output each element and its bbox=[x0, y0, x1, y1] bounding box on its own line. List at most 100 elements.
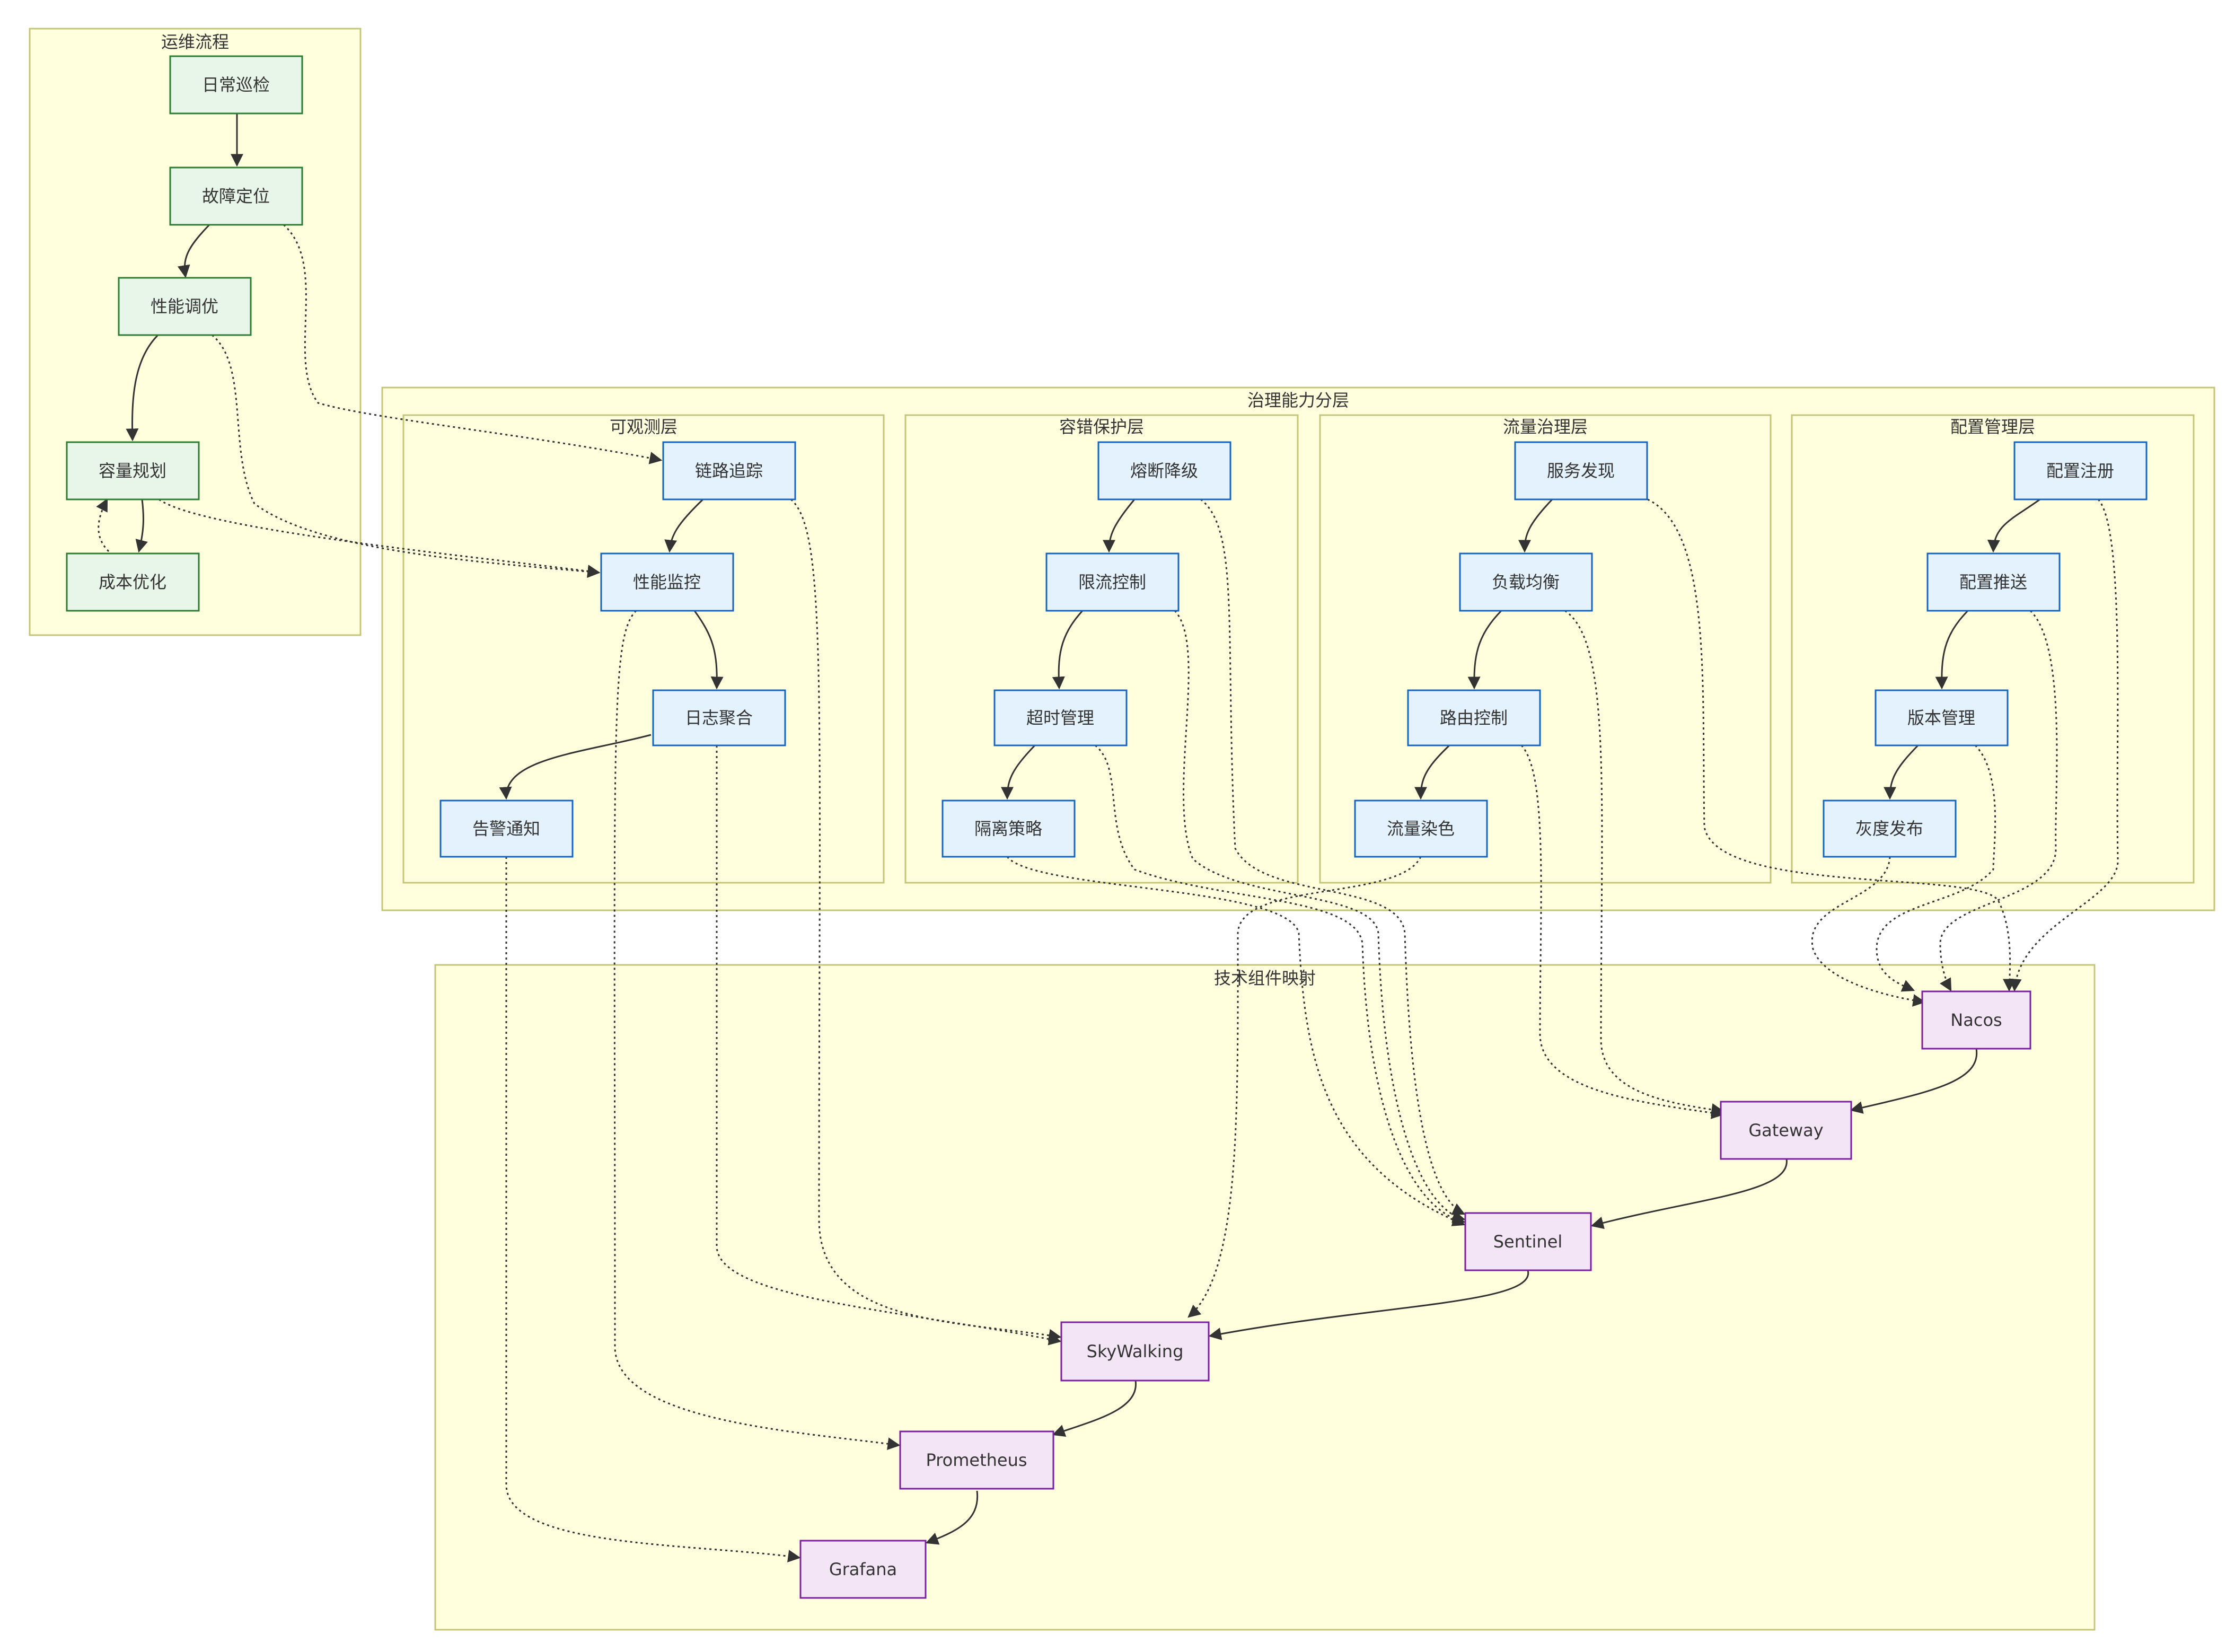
node-isolation-label: 隔离策略 bbox=[974, 819, 1042, 839]
edge-load-balance-to-routing bbox=[1467, 610, 1502, 690]
node-rate-limit-label: 限流控制 bbox=[1078, 572, 1146, 592]
group-observability-title: 可观测层 bbox=[610, 417, 677, 437]
node-config-push-label: 配置推送 bbox=[1959, 572, 2027, 592]
edge-config-register-to-config-push bbox=[1987, 498, 2040, 553]
group-governance-title: 治理能力分层 bbox=[1247, 390, 1349, 410]
edge-capacity-plan-to-cost-opt bbox=[135, 499, 148, 553]
node-perf-tuning[interactable]: 性能调优 bbox=[118, 277, 252, 336]
edge-nacos-to-gateway bbox=[1850, 1048, 1978, 1114]
edge-cost-opt-to-capacity-plan bbox=[96, 498, 110, 552]
edge-prometheus-to-grafana bbox=[925, 1490, 979, 1545]
edge-config-register-to-nacos bbox=[2009, 499, 2119, 992]
node-log-agg-label: 日志聚合 bbox=[685, 708, 753, 728]
edge-skywalking-to-prometheus bbox=[1052, 1380, 1137, 1437]
node-version-mgmt[interactable]: 版本管理 bbox=[1875, 689, 2009, 746]
edge-timeout-mgmt-to-isolation bbox=[1001, 744, 1036, 800]
edge-alert-notify-to-grafana bbox=[505, 857, 801, 1563]
edge-routing-to-gateway bbox=[1520, 744, 1724, 1119]
edge-perf-tuning-to-capacity-plan bbox=[126, 334, 159, 442]
node-circuit-break[interactable]: 熔断降级 bbox=[1097, 441, 1231, 500]
node-alert-notify-label: 告警通知 bbox=[472, 819, 540, 839]
edge-timeout-mgmt-to-sentinel bbox=[1095, 744, 1466, 1226]
edge-version-mgmt-to-gray-release bbox=[1884, 744, 1919, 800]
edge-load-balance-to-gateway bbox=[1564, 610, 1724, 1116]
group-components: 技术组件映射 bbox=[434, 964, 2096, 1631]
node-load-balance-label: 负载均衡 bbox=[1492, 572, 1560, 592]
edge-perf-tuning-to-perf-monitor bbox=[212, 334, 601, 578]
node-config-register[interactable]: 配置注册 bbox=[2013, 441, 2148, 500]
group-components-title: 技术组件映射 bbox=[1214, 968, 1316, 988]
edge-isolation-to-sentinel bbox=[1006, 856, 1466, 1226]
edge-config-push-to-nacos bbox=[1939, 610, 2058, 992]
node-config-register-label: 配置注册 bbox=[2046, 461, 2114, 481]
node-load-balance[interactable]: 负载均衡 bbox=[1459, 552, 1593, 612]
node-service-discovery-label: 服务发现 bbox=[1547, 461, 1615, 481]
node-service-discovery[interactable]: 服务发现 bbox=[1514, 441, 1648, 500]
group-ops-title: 运维流程 bbox=[161, 32, 229, 52]
edge-circuit-break-to-rate-limit bbox=[1103, 499, 1136, 553]
edge-circuit-break-to-sentinel bbox=[1200, 498, 1466, 1215]
node-timeout-mgmt[interactable]: 超时管理 bbox=[993, 689, 1128, 746]
edge-fault-locate-to-perf-tuning bbox=[177, 224, 210, 278]
edge-gray-release-to-nacos bbox=[1811, 856, 1926, 1007]
node-perf-monitor-label: 性能监控 bbox=[633, 572, 701, 592]
node-prometheus[interactable]: Prometheus bbox=[899, 1430, 1054, 1490]
node-gateway-label: Gateway bbox=[1748, 1120, 1823, 1140]
node-grafana[interactable]: Grafana bbox=[799, 1540, 927, 1599]
node-gray-release[interactable]: 灰度发布 bbox=[1823, 799, 1957, 858]
node-traffic-tagging[interactable]: 流量染色 bbox=[1354, 799, 1488, 858]
node-perf-tuning-label: 性能调优 bbox=[151, 296, 218, 317]
node-cost-opt-label: 成本优化 bbox=[99, 572, 166, 592]
edge-tracing-to-perf-monitor bbox=[664, 498, 704, 553]
node-skywalking[interactable]: SkyWalking bbox=[1060, 1321, 1210, 1382]
node-routing-label: 路由控制 bbox=[1440, 708, 1508, 728]
node-daily-check-label: 日常巡检 bbox=[202, 75, 270, 95]
edge-version-mgmt-to-nacos bbox=[1876, 744, 1996, 992]
node-tracing-label: 链路追踪 bbox=[695, 461, 763, 481]
node-alert-notify[interactable]: 告警通知 bbox=[439, 799, 574, 858]
node-nacos[interactable]: Nacos bbox=[1921, 990, 2031, 1050]
node-capacity-plan-label: 容量规划 bbox=[99, 461, 166, 481]
edge-gateway-to-sentinel bbox=[1590, 1158, 1788, 1229]
edge-sentinel-to-skywalking bbox=[1208, 1270, 1529, 1340]
node-gray-release-label: 灰度发布 bbox=[1855, 819, 1923, 839]
edge-traffic-tagging-to-skywalking bbox=[1187, 856, 1422, 1318]
edge-config-push-to-version-mgmt bbox=[1935, 610, 1969, 690]
node-isolation[interactable]: 隔离策略 bbox=[941, 799, 1076, 858]
node-skywalking-label: SkyWalking bbox=[1087, 1341, 1184, 1361]
group-traffic-title: 流量治理层 bbox=[1503, 417, 1588, 437]
edge-rate-limit-to-timeout-mgmt bbox=[1052, 610, 1084, 690]
dotted-edges bbox=[159, 224, 2119, 1563]
edge-log-agg-to-alert-notify bbox=[499, 734, 652, 800]
edge-perf-monitor-to-log-agg bbox=[693, 610, 724, 690]
edge-fault-locate-to-tracing bbox=[283, 224, 663, 464]
node-circuit-break-label: 熔断降级 bbox=[1130, 461, 1198, 481]
node-traffic-tagging-label: 流量染色 bbox=[1387, 819, 1455, 839]
node-sentinel-label: Sentinel bbox=[1493, 1232, 1563, 1252]
node-config-push[interactable]: 配置推送 bbox=[1926, 552, 2061, 612]
node-log-agg[interactable]: 日志聚合 bbox=[652, 689, 786, 746]
edge-log-agg-to-skywalking bbox=[716, 745, 1062, 1346]
node-fault-locate-label: 故障定位 bbox=[202, 186, 270, 206]
edge-routing-to-traffic-tagging bbox=[1414, 744, 1450, 800]
edge-service-discovery-to-load-balance bbox=[1518, 498, 1553, 553]
node-sentinel[interactable]: Sentinel bbox=[1464, 1212, 1592, 1271]
node-nacos-label: Nacos bbox=[1950, 1010, 2002, 1030]
node-cost-opt[interactable]: 成本优化 bbox=[66, 552, 200, 612]
group-config-title: 配置管理层 bbox=[1950, 417, 2035, 437]
node-capacity-plan[interactable]: 容量规划 bbox=[66, 441, 200, 500]
node-gateway[interactable]: Gateway bbox=[1720, 1101, 1852, 1160]
node-daily-check[interactable]: 日常巡检 bbox=[169, 55, 303, 115]
node-version-mgmt-label: 版本管理 bbox=[1907, 708, 1975, 728]
node-prometheus-label: Prometheus bbox=[926, 1450, 1027, 1470]
node-timeout-mgmt-label: 超时管理 bbox=[1026, 708, 1094, 728]
solid-edges bbox=[96, 113, 2040, 1545]
node-rate-limit[interactable]: 限流控制 bbox=[1045, 552, 1180, 612]
group-fault-tolerance-title: 容错保护层 bbox=[1059, 417, 1144, 437]
node-grafana-label: Grafana bbox=[829, 1559, 897, 1579]
node-routing[interactable]: 路由控制 bbox=[1407, 689, 1541, 746]
node-fault-locate[interactable]: 故障定位 bbox=[169, 166, 303, 226]
node-perf-monitor[interactable]: 性能监控 bbox=[600, 552, 734, 612]
node-tracing[interactable]: 链路追踪 bbox=[662, 441, 796, 500]
